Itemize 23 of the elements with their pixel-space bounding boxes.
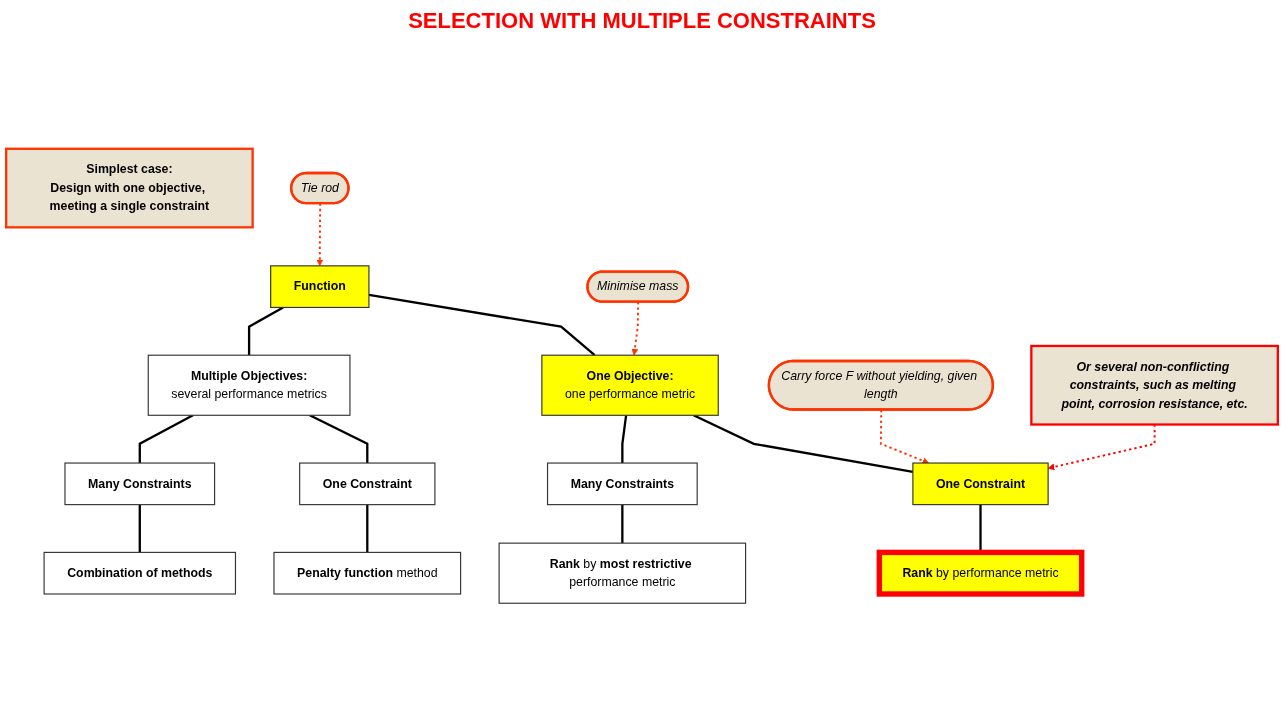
- arrow: [631, 301, 640, 356]
- connector: [621, 504, 624, 544]
- node-box: Rank by performance metric: [876, 549, 1085, 597]
- arrow: [1047, 423, 1156, 471]
- node-box: Many Constraints: [546, 462, 698, 506]
- node-box: Multiple Objectives: several performance metrics: [147, 354, 351, 416]
- connector: [309, 414, 369, 464]
- connector: [366, 504, 369, 553]
- connector: [368, 293, 596, 357]
- connector: [138, 414, 194, 464]
- node-box: One Constraint: [912, 462, 1049, 506]
- connector: [138, 504, 141, 553]
- node-box: Simplest case: Design with one objective, meeting a single constraint: [5, 147, 254, 229]
- node-box: Penalty function method: [273, 551, 462, 595]
- connector: [621, 415, 628, 464]
- node-box: Or several non-conflicting constraints, such as melting point, corrosion resistance, etc.: [1030, 344, 1279, 426]
- node-box: One Constraint: [299, 462, 436, 506]
- node-box: Function: [270, 265, 370, 308]
- node-box: Rank by most restrictive performance metric: [498, 542, 747, 604]
- node-box: Combination of methods: [43, 551, 237, 595]
- node-box: One Objective: one performance metric: [541, 354, 719, 416]
- slide-title: SELECTION WITH MULTIPLE CONSTRAINTS: [407, 8, 877, 34]
- node-box: Many Constraints: [64, 462, 216, 506]
